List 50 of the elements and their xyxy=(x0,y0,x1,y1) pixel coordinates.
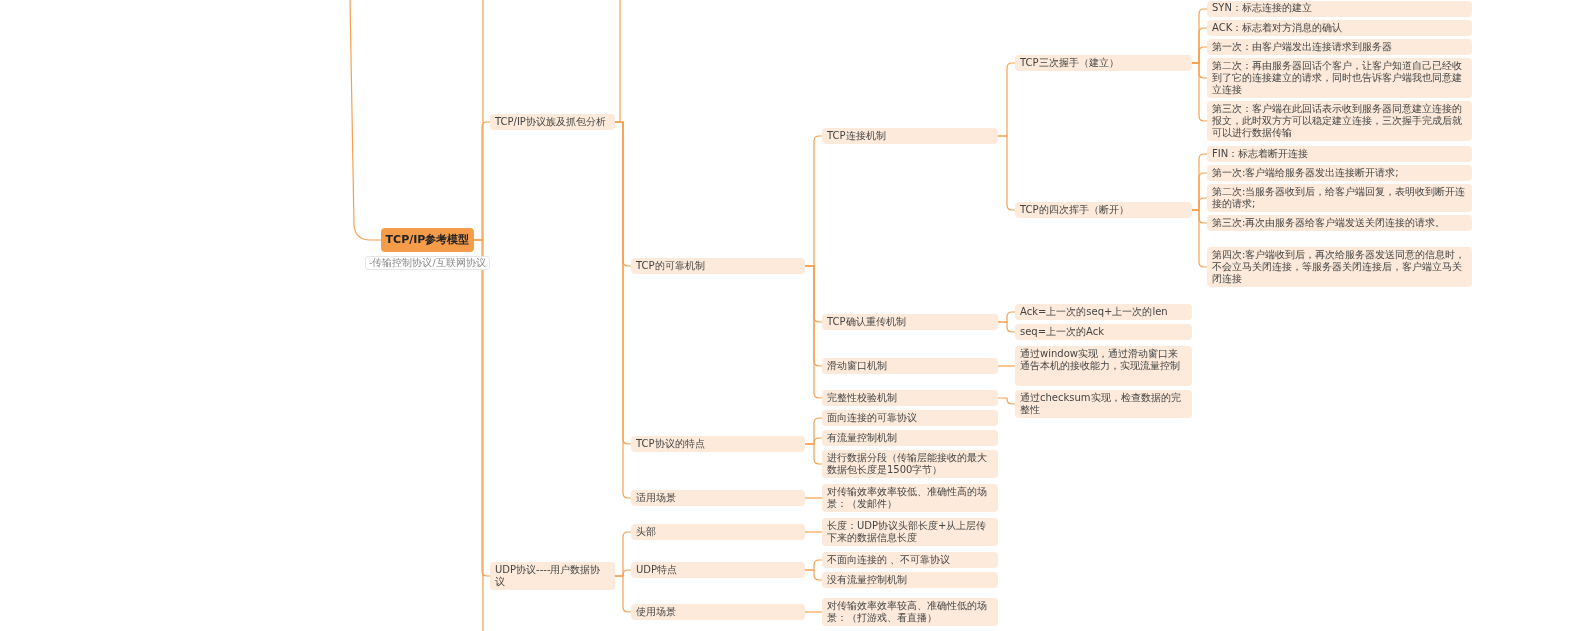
topic-box: SYN：标志连接的建立 xyxy=(1207,1,1472,17)
topic-box: 完整性校验机制 xyxy=(822,390,998,406)
topic-box: 对传输效率效率较高、准确性低的场景：（打游戏、看直播） xyxy=(822,598,998,626)
branch-line xyxy=(349,0,382,241)
topic-box: 长度：UDP协议头部长度+从上层传下来的数据信息长度 xyxy=(822,518,998,546)
topic-box: UDP特点 xyxy=(631,562,805,578)
topic-box: 第三次：客户端在此回话表示收到服务器同意建立连接的报文，此时双方方可以稳定建立连接，三次握手完成后就可以进行数据传输 xyxy=(1207,101,1472,141)
topic-box: 没有流量控制机制 xyxy=(822,572,998,588)
branch-line xyxy=(997,365,1016,367)
topic-box: 头部 xyxy=(631,524,805,540)
topic-box: 有流量控制机制 xyxy=(822,430,998,446)
topic-box: UDP协议----用户数据协议 xyxy=(490,562,615,590)
topic-box: 对传输效率效率较低、准确性高的场景：（发邮件） xyxy=(822,484,998,512)
topic-box: TCP连接机制 xyxy=(822,128,998,144)
topic-box: 滑动窗口机制 xyxy=(822,358,998,374)
topic-box: Ack=上一次的seq+上一次的len xyxy=(1015,304,1192,320)
branch-line xyxy=(804,531,823,533)
topic-box: 第三次:再次由服务器给客户端发送关闭连接的请求。 xyxy=(1207,215,1472,231)
topic-box: 不面向连接的 、不可靠协议 xyxy=(822,552,998,568)
topic-box: 通过window实现，通过滑动窗口来通告本机的接收能力，实现流量控制 xyxy=(1015,346,1192,386)
branch-line xyxy=(997,321,1016,333)
topic-box: TCP确认重传机制 xyxy=(822,314,998,330)
branch-line xyxy=(804,265,823,399)
topic-box: 使用场景 xyxy=(631,604,805,620)
topic-box: ACK：标志着对方消息的确认 xyxy=(1207,20,1472,36)
topic-box: seq=上一次的Ack xyxy=(1015,324,1192,340)
topic-box: 进行数据分段（传输层能接收的最大数据包长度是1500字节） xyxy=(822,450,998,478)
branch-line xyxy=(997,397,1016,405)
topic-box: TCP的可靠机制 xyxy=(631,258,805,274)
topic-box: 适用场景 xyxy=(631,490,805,506)
branch-line xyxy=(1191,62,1208,122)
topic-box: TCP/IP协议族及抓包分析 xyxy=(490,114,615,130)
branch-line xyxy=(804,443,823,465)
topic-box: 面向连接的可靠协议 xyxy=(822,410,998,426)
topic-box: 第二次:当服务器收到后，给客户端回复，表明收到断开连接的请求; xyxy=(1207,184,1472,212)
branch-line xyxy=(804,611,823,613)
branch-line xyxy=(804,497,823,499)
subtitle-tag: -传输控制协议/互联网协议 xyxy=(365,256,490,270)
branch-line xyxy=(804,569,823,581)
topic-box: TCP的四次挥手（断开） xyxy=(1015,202,1192,218)
topic-box: 第一次：由客户端发出连接请求到服务器 xyxy=(1207,39,1472,55)
topic-box: FIN：标志着断开连接 xyxy=(1207,146,1472,162)
topic-box: TCP三次握手（建立） xyxy=(1015,55,1192,71)
topic-box: 通过checksum实现，检查数据的完整性 xyxy=(1015,390,1192,418)
central-topic-box: TCP/IP参考模型 xyxy=(381,228,474,252)
topic-box: TCP协议的特点 xyxy=(631,436,805,452)
topic-box: 第一次:客户端给服务器发出连接断开请求; xyxy=(1207,165,1472,181)
topic-box: 第二次：再由服务器回话个客户，让客户知道自己已经收到了它的连接建立的请求，同时也告诉客户端我也同意建立连接 xyxy=(1207,58,1472,98)
branch-line xyxy=(473,239,491,577)
topic-box: 第四次:客户端收到后，再次给服务器发送同意的信息时，不会立马关闭连接，等服务器关闭连接后，客户端立马关闭连接 xyxy=(1207,247,1472,287)
